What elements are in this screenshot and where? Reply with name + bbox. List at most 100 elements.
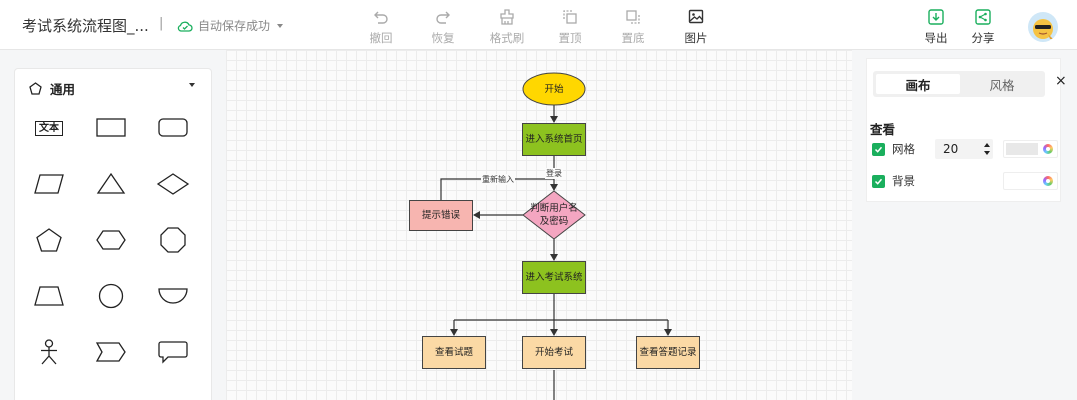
- diamond-shape-icon: [156, 173, 190, 195]
- node-view-records[interactable]: 查看答题记录: [636, 336, 700, 369]
- node-start-shape[interactable]: [522, 72, 586, 106]
- node-decision-label: 判断用户名 及密码: [526, 200, 582, 230]
- properties-panel: 画布 风格 × 查看 网格 20 背景: [866, 58, 1067, 202]
- image-icon: [688, 9, 704, 24]
- shape-diamond[interactable]: [153, 169, 193, 199]
- shape-semicircle[interactable]: [153, 281, 193, 311]
- actor-shape-icon: [41, 339, 57, 365]
- view-section-title: 查看: [870, 122, 896, 137]
- connector-layer: [440, 72, 672, 400]
- tab-canvas[interactable]: 画布: [876, 74, 960, 94]
- partial-shape-icon: [158, 392, 188, 400]
- bring-front-label: 置顶: [558, 31, 582, 45]
- autosave-text: 自动保存成功: [198, 19, 271, 33]
- background-color-picker[interactable]: [1003, 172, 1058, 190]
- grid-size-input[interactable]: 20: [935, 139, 993, 159]
- grid-label: 网格: [892, 142, 915, 156]
- background-color-fill: [1006, 175, 1038, 187]
- share-button[interactable]: 分享: [961, 8, 1005, 46]
- node-error[interactable]: 提示错误: [409, 200, 473, 231]
- autosave-status[interactable]: 自动保存成功: [177, 17, 284, 34]
- shape-partial-2[interactable]: [91, 387, 131, 400]
- triangle-shape-icon: [96, 172, 126, 194]
- partial-shape-icon: [34, 392, 64, 400]
- close-icon[interactable]: ×: [1055, 73, 1067, 89]
- format-brush-button[interactable]: 格式刷: [485, 8, 529, 46]
- background-checkbox[interactable]: [872, 174, 885, 188]
- node-start-exam[interactable]: 开始考试: [522, 336, 586, 369]
- pentagon-icon: [29, 81, 42, 95]
- undo-label: 撤回: [369, 31, 393, 45]
- title-separator: |: [159, 16, 164, 31]
- undo-button[interactable]: 撤回: [359, 8, 403, 46]
- bring-front-button[interactable]: 置顶: [548, 8, 592, 46]
- send-back-button[interactable]: 置底: [611, 8, 655, 46]
- shape-parallelogram[interactable]: [29, 169, 69, 199]
- grid-color-fill: [1006, 143, 1038, 155]
- user-avatar[interactable]: [1028, 12, 1058, 42]
- node-decision-line2: 及密码: [539, 216, 569, 227]
- pentagon-shape-icon: [36, 228, 62, 252]
- shape-callout[interactable]: [153, 337, 193, 367]
- shape-actor[interactable]: [29, 337, 69, 367]
- node-start-label: 开始: [544, 83, 564, 95]
- grid-checkbox[interactable]: [872, 142, 885, 156]
- hexagon-shape-icon: [96, 230, 126, 250]
- chevron-shape-icon: [95, 342, 126, 362]
- octagon-shape-icon: [160, 227, 186, 253]
- redo-icon: [436, 11, 450, 24]
- image-label: 图片: [684, 31, 708, 45]
- shape-triangle[interactable]: [91, 169, 131, 199]
- format-brush-icon: [500, 9, 514, 25]
- properties-tabs: 画布 风格: [873, 71, 1045, 97]
- cloud-check-icon: [177, 21, 193, 32]
- shape-chevron[interactable]: [91, 337, 131, 367]
- shape-circle[interactable]: [91, 281, 131, 311]
- edge-label-reenter: 重新输入: [481, 174, 515, 185]
- send-back-label: 置底: [621, 31, 645, 45]
- shape-category-header[interactable]: 通用: [29, 79, 201, 97]
- node-view-questions[interactable]: 查看试题: [422, 336, 486, 369]
- shape-text[interactable]: 文本: [29, 113, 69, 143]
- caret-down-icon: [189, 83, 195, 87]
- tab-style[interactable]: 风格: [989, 77, 1015, 93]
- document-title[interactable]: 考试系统流程图_...: [22, 17, 149, 35]
- node-decision-shape[interactable]: [522, 190, 586, 240]
- send-back-icon: [626, 10, 640, 24]
- export-button[interactable]: 导出: [914, 8, 958, 46]
- node-home[interactable]: 进入系统首页: [522, 123, 586, 156]
- checkmark-icon: [874, 178, 883, 185]
- diagram-canvas[interactable]: 开始 进入系统首页 登录 重新输入 判断用户名 及密码 提示错误 进入考试系统 …: [226, 50, 852, 400]
- avatar-face-icon: [1033, 19, 1053, 39]
- shape-rounded-rectangle[interactable]: [153, 113, 193, 143]
- edge-reenter[interactable]: [440, 178, 554, 200]
- stepper-arrows-icon[interactable]: [983, 140, 991, 158]
- partial-shape-icon: [96, 392, 126, 400]
- bring-front-icon: [563, 10, 577, 24]
- grid-toggle-row: 网格: [872, 140, 915, 158]
- export-icon: [928, 9, 944, 25]
- image-button[interactable]: 图片: [674, 8, 718, 46]
- top-toolbar: 考试系统流程图_... | 自动保存成功 撤回 恢复 格式刷 置顶: [0, 0, 1077, 50]
- redo-label: 恢复: [431, 31, 455, 45]
- shape-rectangle[interactable]: [91, 113, 131, 143]
- shape-partial-1[interactable]: [29, 387, 69, 400]
- shape-pentagon[interactable]: [29, 225, 69, 255]
- shape-trapezoid[interactable]: [29, 281, 69, 311]
- node-exam-system[interactable]: 进入考试系统: [522, 261, 586, 294]
- callout-shape-icon: [158, 341, 188, 364]
- color-wheel-icon: [1043, 176, 1053, 186]
- redo-button[interactable]: 恢复: [421, 8, 465, 46]
- shape-partial-3[interactable]: [153, 387, 193, 400]
- share-icon: [975, 9, 991, 25]
- node-decision-line1: 判断用户名: [530, 203, 578, 214]
- background-label: 背景: [892, 174, 915, 188]
- grid-color-picker[interactable]: [1003, 140, 1058, 158]
- shape-text-label: 文本: [35, 120, 63, 136]
- shape-octagon[interactable]: [153, 225, 193, 255]
- shape-hexagon[interactable]: [91, 225, 131, 255]
- share-label: 分享: [971, 31, 995, 45]
- color-wheel-icon: [1043, 144, 1053, 154]
- edge-label-login: 登录: [545, 168, 563, 179]
